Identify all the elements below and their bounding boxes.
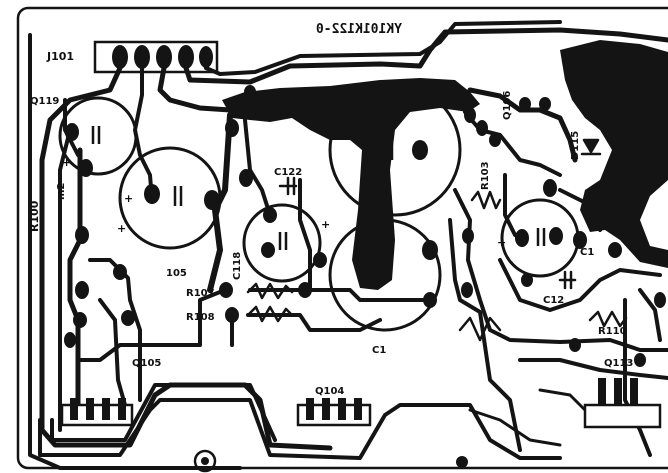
- connector-j101-pads: [112, 45, 213, 69]
- label-c122: C122: [274, 167, 302, 178]
- label-c118: C118: [232, 252, 243, 280]
- label-q119: Q119: [30, 96, 59, 107]
- label-j101: J101: [46, 50, 74, 63]
- capacitor-c1-right-body: [500, 198, 580, 278]
- label-r110: R110: [598, 326, 627, 337]
- label-q105: Q105: [132, 358, 161, 369]
- resistor-zigzags: [246, 190, 628, 342]
- capacitor-c118-body: [242, 203, 322, 283]
- capacitor-big-upper-body: [328, 83, 462, 217]
- label-r103: R103: [480, 161, 491, 190]
- label-q113: Q113: [604, 358, 633, 369]
- transistor-q113-pads: [583, 378, 662, 429]
- label-r100: R100: [28, 200, 41, 232]
- board-outline: [16, 6, 668, 470]
- polarity-plus-3: +: [321, 218, 330, 231]
- label-q106: Q106: [502, 91, 513, 120]
- transistor-q104-pads: [296, 398, 372, 427]
- label-r107: R107: [186, 288, 215, 299]
- label-c1-mid: C1: [372, 345, 386, 356]
- copper-pour-top-center: [222, 78, 480, 290]
- mounting-hole: [193, 449, 217, 473]
- small-capacitors: [278, 176, 577, 290]
- copper-traces: [28, 20, 668, 470]
- label-q104: Q104: [315, 386, 344, 397]
- diode-d115: [580, 138, 602, 156]
- capacitor-bars: [91, 126, 546, 282]
- connector-j101-outline: [93, 40, 219, 74]
- label-d115: D115: [570, 131, 581, 160]
- copper-pour-right-center: [612, 100, 660, 162]
- label-m2: m2: [56, 183, 67, 200]
- component-pads: [64, 85, 666, 468]
- label-c1-right: C1: [580, 247, 594, 258]
- label-r108: R108: [186, 312, 215, 323]
- polarity-plus-2: +: [117, 222, 126, 235]
- copper-pour-right-top: [560, 40, 668, 268]
- label-c12: C12: [543, 295, 564, 306]
- label-c105: 105: [166, 268, 187, 279]
- capacitor-big-lower-body: [328, 218, 442, 332]
- polarity-plus-5: +: [497, 236, 506, 249]
- polarity-plus-1: +: [124, 192, 133, 205]
- transistor-q105-pads: [60, 398, 134, 427]
- board-title: YK101K122-0: [316, 22, 402, 37]
- polarity-plus-4: +: [62, 156, 71, 169]
